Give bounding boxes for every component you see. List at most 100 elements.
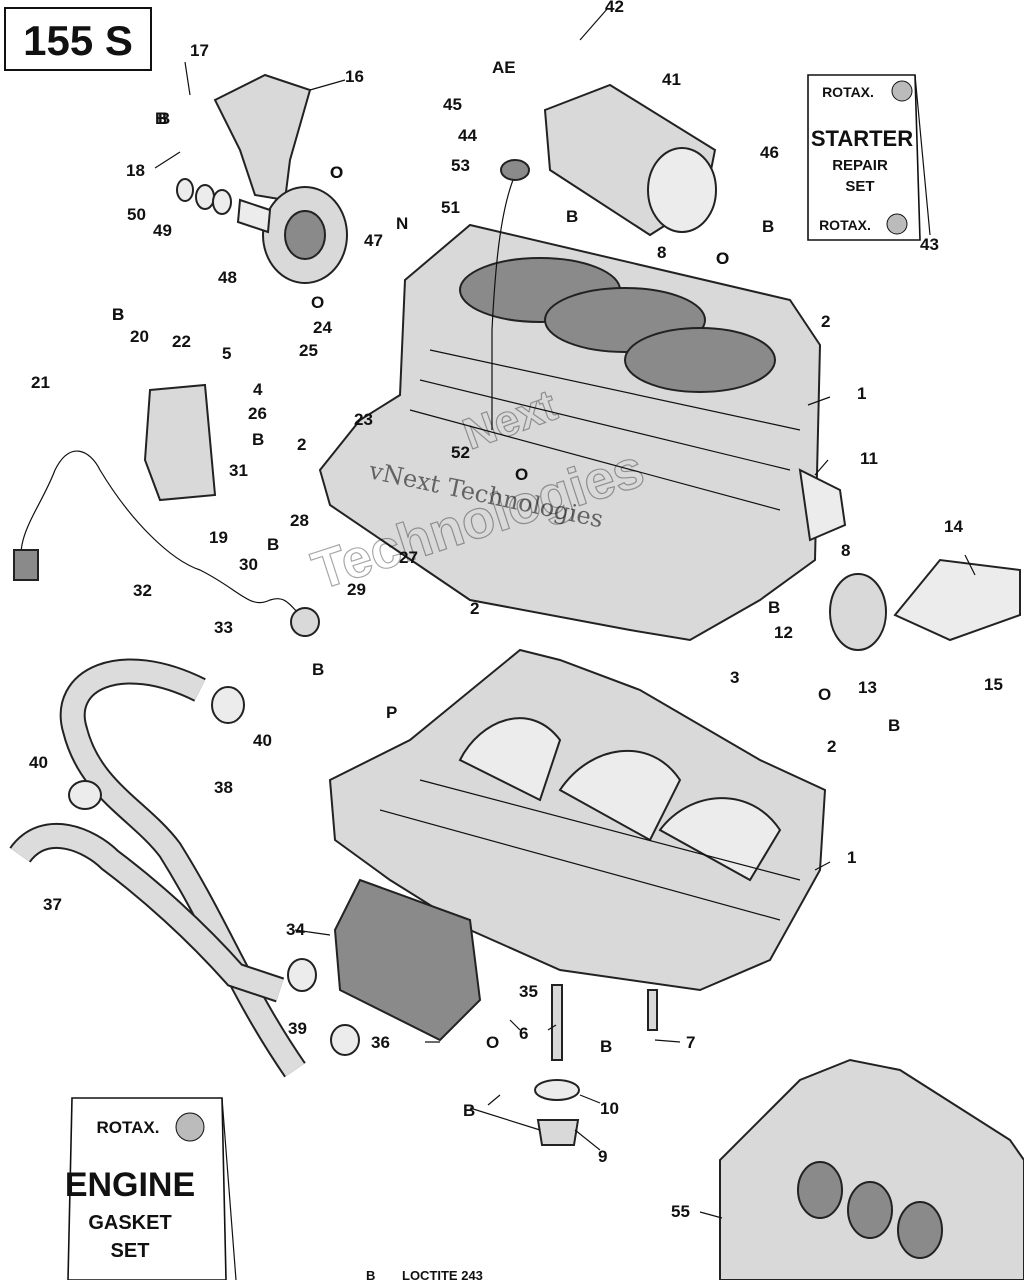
callout-47: 47 [364, 231, 383, 250]
callout-17: 17 [190, 41, 209, 60]
compound-codes: AE B B B B B B B B B B B B B N O O O O O… [112, 58, 900, 1120]
callout-2: 2 [470, 599, 479, 618]
callout-7: 7 [686, 1033, 695, 1052]
code-o: O [486, 1033, 499, 1052]
dipstick [491, 159, 530, 430]
callout-32: 32 [133, 581, 152, 600]
callout-25: 25 [299, 341, 318, 360]
code-b: B [312, 660, 324, 679]
callout-15: 15 [984, 675, 1003, 694]
callout-5: 5 [222, 344, 231, 363]
callout-1: 1 [847, 848, 856, 867]
callout-11: 11 [860, 449, 878, 468]
callout-21: 21 [31, 373, 50, 392]
callout-1: 1 [857, 384, 866, 403]
callout-24: 24 [313, 318, 332, 337]
code-b: B [112, 305, 124, 324]
legend-code: B [366, 1268, 375, 1280]
callout-8: 8 [841, 541, 850, 560]
model-label-text: 155 S [23, 17, 133, 64]
o-rings [176, 178, 232, 215]
code-o: O [716, 249, 729, 268]
code-b: B [158, 109, 170, 128]
code-b: B [762, 217, 774, 236]
rotax-logo-icon [886, 213, 908, 235]
callout-50: 50 [127, 205, 146, 224]
coolant-hoses [9, 658, 306, 1078]
starter-bracket [213, 73, 312, 202]
studs [551, 984, 658, 1061]
callout-41: 41 [662, 70, 681, 89]
rotax-logo-icon [175, 1112, 205, 1142]
callout-38: 38 [214, 778, 233, 797]
engine-kit-line3: SET [111, 1240, 150, 1262]
code-b: B [463, 1101, 475, 1120]
starter-kit-brand-bottom: ROTAX. [819, 217, 871, 233]
code-o: O [330, 163, 343, 182]
starter-kit-brand-top: ROTAX. [822, 84, 874, 100]
callout-33: 33 [214, 618, 233, 637]
callout-10: 10 [600, 1099, 619, 1118]
starter-motor [543, 83, 717, 237]
assembled-engine [719, 1058, 1024, 1280]
engine-gasket-kit-card: ROTAX. ENGINE GASKET SET [65, 1097, 237, 1280]
callout-45: 45 [443, 95, 462, 114]
code-b: B [600, 1037, 612, 1056]
code-b: B [267, 535, 279, 554]
code-b: B [888, 716, 900, 735]
callout-35: 35 [519, 982, 538, 1001]
callout-49: 49 [153, 221, 172, 240]
callout-28: 28 [290, 511, 309, 530]
callout-2: 2 [827, 737, 836, 756]
engine-mount-bracket [893, 558, 1021, 642]
engine-kit-line1: ENGINE [65, 1166, 195, 1204]
callout-19: 19 [209, 528, 228, 547]
callout-12: 12 [774, 623, 793, 642]
callout-34: 34 [286, 920, 305, 939]
callout-2: 2 [297, 435, 306, 454]
callout-23: 23 [354, 410, 373, 429]
callout-53: 53 [451, 156, 470, 175]
code-b: B [155, 109, 167, 128]
code-p: P [386, 703, 397, 722]
callout-18: 18 [126, 161, 145, 180]
code-o: O [311, 293, 324, 312]
callout-43: 43 [920, 235, 939, 254]
code-b: B [112, 305, 124, 324]
code-b: B [252, 430, 264, 449]
oil-cooler [333, 878, 482, 1042]
code-o: O [818, 685, 831, 704]
code-o: O [515, 465, 528, 484]
callout-22: 22 [172, 332, 191, 351]
leader-lines [154, 7, 976, 1219]
callout-55: 55 [671, 1202, 690, 1221]
hose-clamps [68, 686, 360, 1056]
starter-kit-line2: REPAIR [832, 157, 888, 174]
callout-40: 40 [29, 753, 48, 772]
callout-44: 44 [458, 126, 477, 145]
compound-legend: B LOCTITE 243 [366, 1268, 483, 1280]
starter-kit-line1: STARTER [811, 126, 913, 151]
starter-kit-line3: SET [845, 178, 874, 195]
code-b: B [768, 598, 780, 617]
callout-36: 36 [371, 1033, 390, 1052]
callout-51: 51 [441, 198, 460, 217]
sensor-harness [13, 450, 320, 637]
engine-kit-brand: ROTAX. [97, 1118, 160, 1137]
callout-6: 6 [519, 1024, 528, 1043]
code-ae: AE [492, 58, 516, 77]
callout-16: 16 [345, 67, 364, 86]
code-o: O [716, 249, 729, 268]
drain-plug [534, 1079, 580, 1146]
callout-31: 31 [229, 461, 248, 480]
callout-52: 52 [451, 443, 470, 462]
model-label: 155 S [4, 7, 152, 71]
engine-kit-line2: GASKET [88, 1212, 171, 1234]
callout-30: 30 [239, 555, 258, 574]
crankcase-cover [829, 573, 887, 651]
code-b: B [566, 207, 578, 226]
code-n: N [396, 214, 408, 233]
code-o: O [330, 163, 343, 182]
callout-20: 20 [130, 327, 149, 346]
callout-4: 4 [253, 380, 263, 399]
